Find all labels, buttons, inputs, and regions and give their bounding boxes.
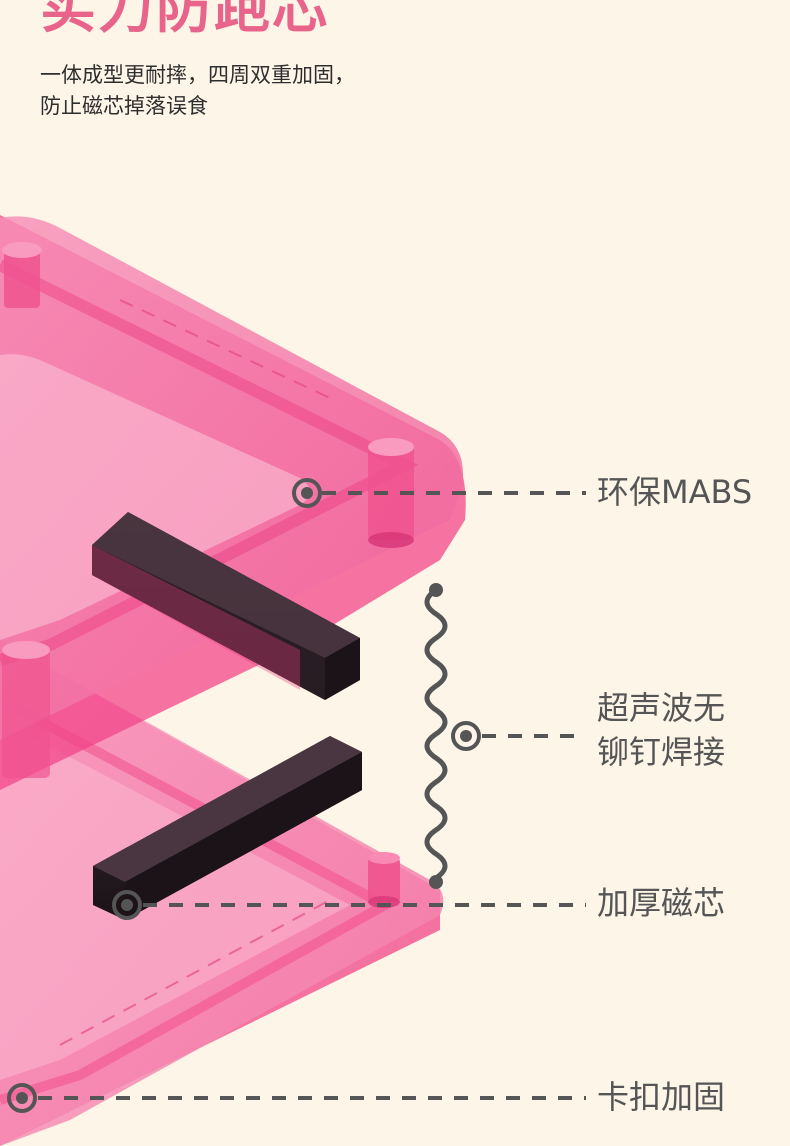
upper-tile-inner-panel: [0, 354, 310, 640]
callout-weld-label: 超声波无 铆钉焊接: [597, 686, 725, 774]
subtitle-line-1: 一体成型更耐摔，四周双重加固，: [40, 63, 355, 87]
marker-clip: [7, 1083, 586, 1113]
squiggle-end-bottom: [429, 875, 443, 889]
upper-peg-right: [368, 438, 414, 548]
lower-tile-rim: [0, 695, 396, 1105]
upper-peg-left: [2, 242, 42, 308]
headline: 实力防跑芯: [40, 0, 330, 41]
marker-weld: [451, 721, 586, 751]
upper-magnet: [92, 512, 360, 700]
lower-tile-inner-panel: [0, 720, 350, 1080]
squiggle-end-top: [429, 583, 443, 597]
upper-peg-bottom: [2, 641, 50, 778]
lower-peg: [368, 852, 400, 908]
weld-squiggle-connector: [424, 587, 448, 881]
marker-core: [112, 890, 586, 920]
callout-weld-line-1: 超声波无: [597, 689, 726, 727]
subtitle: 一体成型更耐摔，四周双重加固， 防止磁芯掉落误食: [40, 60, 460, 122]
lower-magnet: [93, 736, 362, 920]
lower-tile-dashes: [59, 899, 331, 1046]
subtitle-line-2: 防止磁芯掉落误食: [40, 94, 208, 118]
callout-clip-label: 卡扣加固: [597, 1078, 726, 1116]
upper-tile-dashes: [119, 299, 331, 399]
upper-tile: [0, 215, 466, 790]
callout-mabs-label: 环保MABS: [597, 473, 753, 511]
marker-mabs: [292, 478, 586, 508]
lower-tile: [0, 640, 444, 1146]
callout-weld-line-2: 铆钉焊接: [597, 733, 726, 771]
callout-core-label: 加厚磁芯: [597, 884, 726, 922]
